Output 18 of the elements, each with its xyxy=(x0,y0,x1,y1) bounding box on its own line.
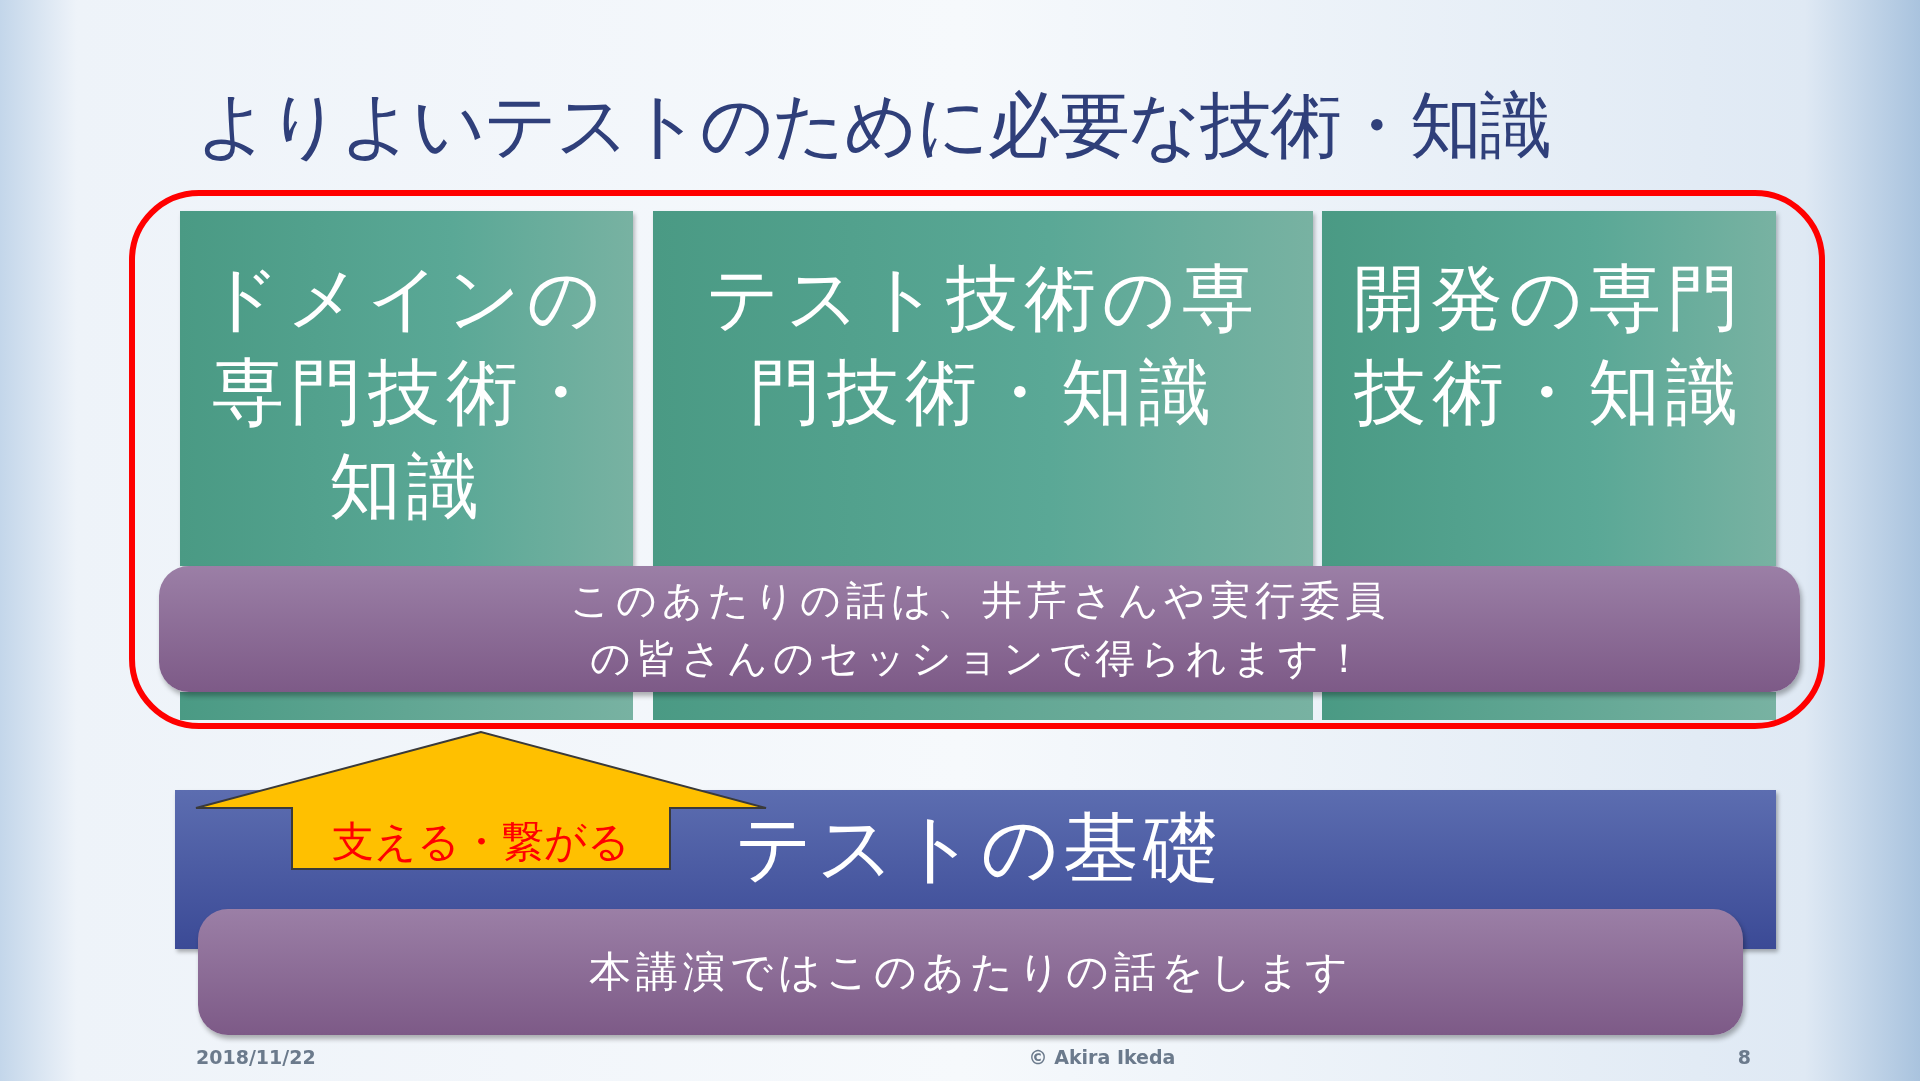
edge-label: 支える・繋がる xyxy=(331,816,631,868)
panel-heading: ドメインの専門技術・知識 xyxy=(205,255,608,530)
topic-panel xyxy=(653,211,1313,566)
block-arrow xyxy=(195,730,767,870)
page-number: 8 xyxy=(1737,1046,1751,1068)
highlight-frame xyxy=(129,190,1825,729)
panel-heading: テスト技術の専門技術・知識 xyxy=(705,255,1261,436)
note-band xyxy=(159,566,1800,692)
date-label: 2018/11/22 xyxy=(196,1046,316,1068)
band-heading: テストの基礎 xyxy=(735,802,1223,894)
note-text: このあたりの話は、井芹さんや実行委員の皆さんのセッションで得られます！ xyxy=(568,576,1391,683)
topic-panel xyxy=(1322,211,1776,566)
copyright-label: © Akira Ikeda xyxy=(1028,1046,1176,1068)
topic-panel xyxy=(180,211,633,566)
note-text: 本講演ではこのあたりの話をします xyxy=(588,946,1353,998)
note-band xyxy=(198,909,1743,1035)
panel-heading: 開発の専門技術・知識 xyxy=(1352,255,1746,436)
slide-title: よりよいテストのために必要な技術・知識 xyxy=(196,82,1550,169)
